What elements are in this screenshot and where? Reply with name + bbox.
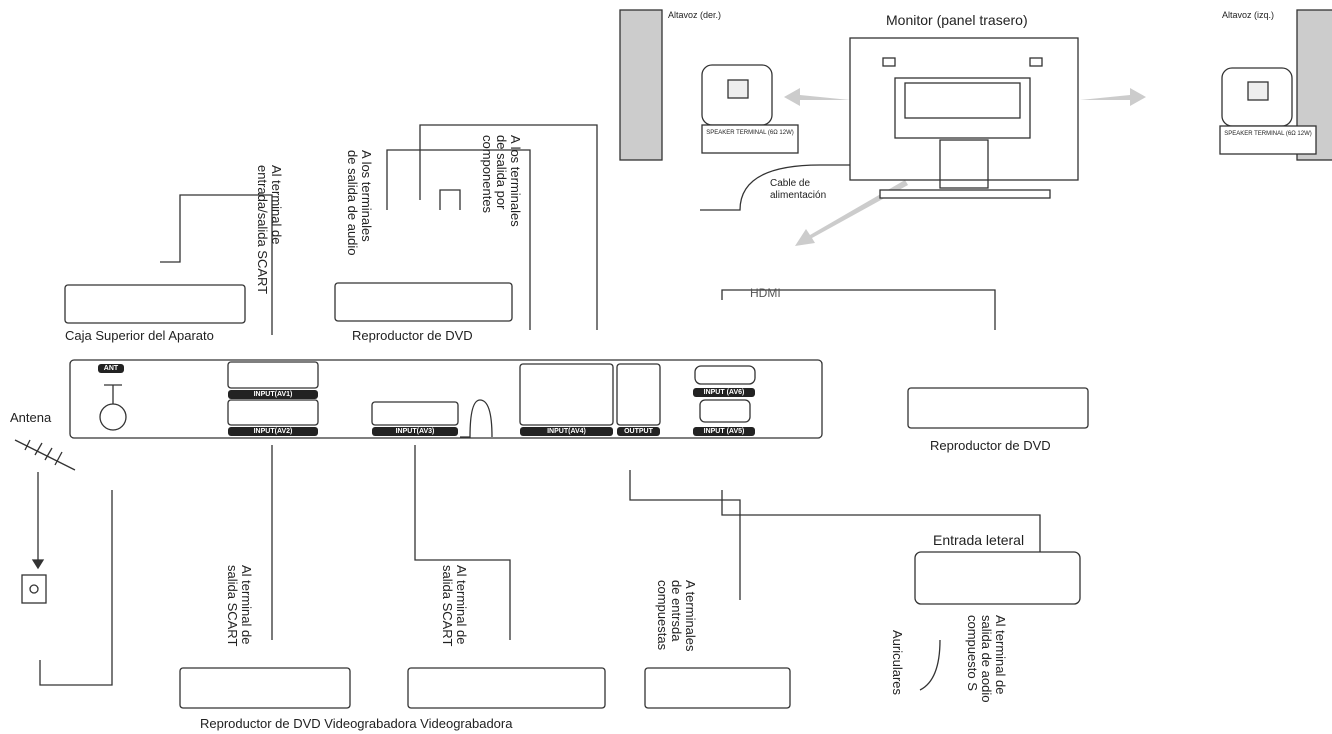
component-cable: [419, 124, 598, 330]
scart-out-2-label: Al terminal de salida SCART: [440, 565, 469, 647]
s-audio-out-label: Al terminal de salida de aodio compuesto…: [965, 615, 1008, 703]
av2-label: INPUT(AV2): [228, 427, 318, 436]
dvd-player-top: [334, 282, 513, 322]
output-label: OUTPUT: [617, 427, 660, 436]
ant-label: ANT: [98, 364, 124, 373]
composite-cable: [629, 470, 741, 600]
av1-label: INPUT(AV1): [228, 390, 318, 399]
audio-cable: [386, 149, 531, 330]
settop-label: Caja Superior del Aparato: [65, 328, 214, 343]
scart-cable-settop: [160, 194, 273, 335]
vcr-bottom-2: [644, 667, 791, 709]
scart-out-1-label: Al terminal de salida SCART: [225, 565, 254, 647]
av5-label: INPUT (AV5): [693, 427, 755, 436]
av4-label: INPUT(AV4): [520, 427, 613, 436]
speaker-left-label: Altavoz (izq.): [1222, 10, 1275, 20]
antenna-label: Antena: [10, 410, 52, 425]
hdmi-port: [694, 365, 756, 385]
bottom-devices-label: Reproductor de DVD Videograbadora Videog…: [200, 716, 513, 731]
vcr-bottom-1: [407, 667, 606, 709]
speaker-terminal-left-label: SPEAKER TERMINAL (6Ω 12W): [1224, 131, 1312, 137]
scart-cable-av3: [414, 445, 511, 640]
power-cable-label: Cable de alimentación: [770, 178, 827, 201]
speaker-right-label: Altavoz (der.): [668, 10, 722, 20]
av3-label: INPUT(AV3): [372, 427, 458, 436]
arrow-to-left-speaker: [1080, 88, 1146, 106]
arrow-to-right-speaker: [784, 88, 850, 106]
headphones-cable: [919, 639, 941, 691]
wall-outlet: [21, 574, 47, 604]
antenna-icon: [14, 439, 76, 471]
av6-label: INPUT (AV6): [693, 388, 755, 397]
av4-group: [519, 363, 614, 426]
connector-panel: [69, 359, 823, 439]
dvd-player-bottom: [179, 667, 351, 709]
monitor-title: Monitor (panel trasero): [886, 12, 1028, 28]
component-out-label: A los terminales de salida por component…: [480, 135, 523, 227]
antenna-wire: [39, 490, 113, 686]
side-cable: [721, 490, 1041, 552]
settop-box: [64, 284, 246, 324]
dvd-right-label: Reproductor de DVD: [930, 438, 1051, 453]
dvd-top-label: Reproductor de DVD: [352, 328, 473, 343]
headphones-label: Auriculares: [890, 630, 905, 696]
side-input-label: Entrada leteral: [933, 532, 1025, 548]
power-cable: [700, 164, 850, 211]
hdmi-label: HDMI: [750, 286, 781, 300]
av5-port: [699, 399, 751, 423]
side-input-panel: [914, 551, 1081, 605]
output-group: [616, 363, 661, 426]
scart-io-label: Al terminal de entrada/salida SCART: [255, 165, 284, 295]
speaker-right: [619, 9, 663, 161]
av3-scart: [371, 401, 459, 426]
dvd-player-right: [907, 387, 1089, 429]
speaker-terminal-right-label: SPEAKER TERMINAL (6Ω 12W): [706, 130, 794, 136]
av1-scart: [227, 361, 319, 389]
audio-out-label: A los terminales de salida de audio: [345, 150, 374, 256]
composite-in-label: A terminales de entrsda compuestas: [655, 580, 698, 652]
hdmi-cable: [721, 289, 996, 330]
av2-scart: [227, 399, 319, 426]
